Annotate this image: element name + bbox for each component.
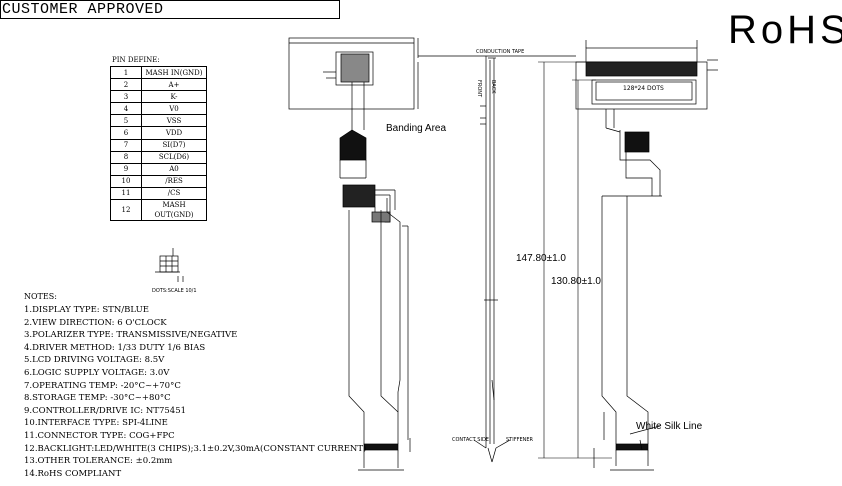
display-dots-label: 128*24 DOTS (623, 85, 664, 92)
note-item: 4.DRIVER METHOD: 1/33 DUTY 1/6 BIAS (24, 342, 206, 353)
note-item: 6.LOGIC SUPPLY VOLTAGE: 3.0V (24, 368, 170, 378)
dots-scale-label: DOTS:SCALE 10/1 (152, 288, 197, 294)
note-item: 10.INTERFACE TYPE: SPI-4LINE (24, 418, 168, 429)
dimension-130: 130.80±1.0 (551, 276, 601, 287)
pin-number: 12 (110, 199, 142, 222)
pin-row: 10/RES (110, 174, 207, 188)
note-item: 7.OPERATING TEMP: -20°C~+70°C (24, 380, 181, 391)
front-label: FRONT (476, 80, 482, 98)
notes-title: NOTES: (24, 292, 57, 301)
pin-symbol: /CS (141, 186, 207, 201)
dimension-147: 147.80±1.0 (516, 253, 566, 264)
note-item: 5.LCD DRIVING VOLTAGE: 8.5V (24, 355, 165, 366)
conduction-tape-label: CONDUCTION TAPE (476, 49, 525, 55)
contact-side-label: CONTACT SIDE (452, 437, 489, 443)
back-label: BACK (490, 80, 496, 94)
note-item: 14.RoHS COMPLIANT (24, 468, 122, 479)
note-item: 13.OTHER TOLERANCE: ±0.2mm (24, 456, 173, 467)
side-view-center (418, 55, 576, 463)
note-item: 8.STORAGE TEMP: -30°C~+80°C (24, 393, 171, 404)
pin-symbol: MASH OUT(GND) (141, 199, 207, 222)
front-view-right (575, 40, 718, 471)
note-item: 3.POLARIZER TYPE: TRANSMISSIVE/NEGATIVE (24, 330, 238, 341)
pin-row: 11/CS (110, 186, 207, 201)
stiffener-label: STIFFENER (506, 437, 533, 443)
note-item: 2.VIEW DIRECTION: 6 O'CLOCK (24, 317, 167, 328)
side-view-left (288, 37, 419, 471)
bending-area-label: Banding Area (386, 123, 447, 134)
approval-box (0, 0, 340, 19)
white-silk-line-label: White Silk Line (636, 421, 703, 432)
dots-scale-figure (155, 248, 184, 282)
note-item: 12.BACKLIGHT:LED/WHITE(3 CHIPS);3.1±0.2V… (24, 443, 367, 454)
note-item: 1.DISPLAY TYPE: STN/BLUE (24, 305, 149, 315)
approval-title: CUSTOMER APPROVED (2, 1, 164, 18)
pin-table-title: PIN DEFINE: (112, 56, 160, 64)
note-item: 9.CONTROLLER/DRIVE IC: NT75451 (24, 405, 187, 416)
dimension-lines (538, 61, 612, 459)
rohs-mark: RoHS (728, 8, 842, 52)
note-item: 11.CONNECTOR TYPE: COG+FPC (24, 431, 175, 441)
